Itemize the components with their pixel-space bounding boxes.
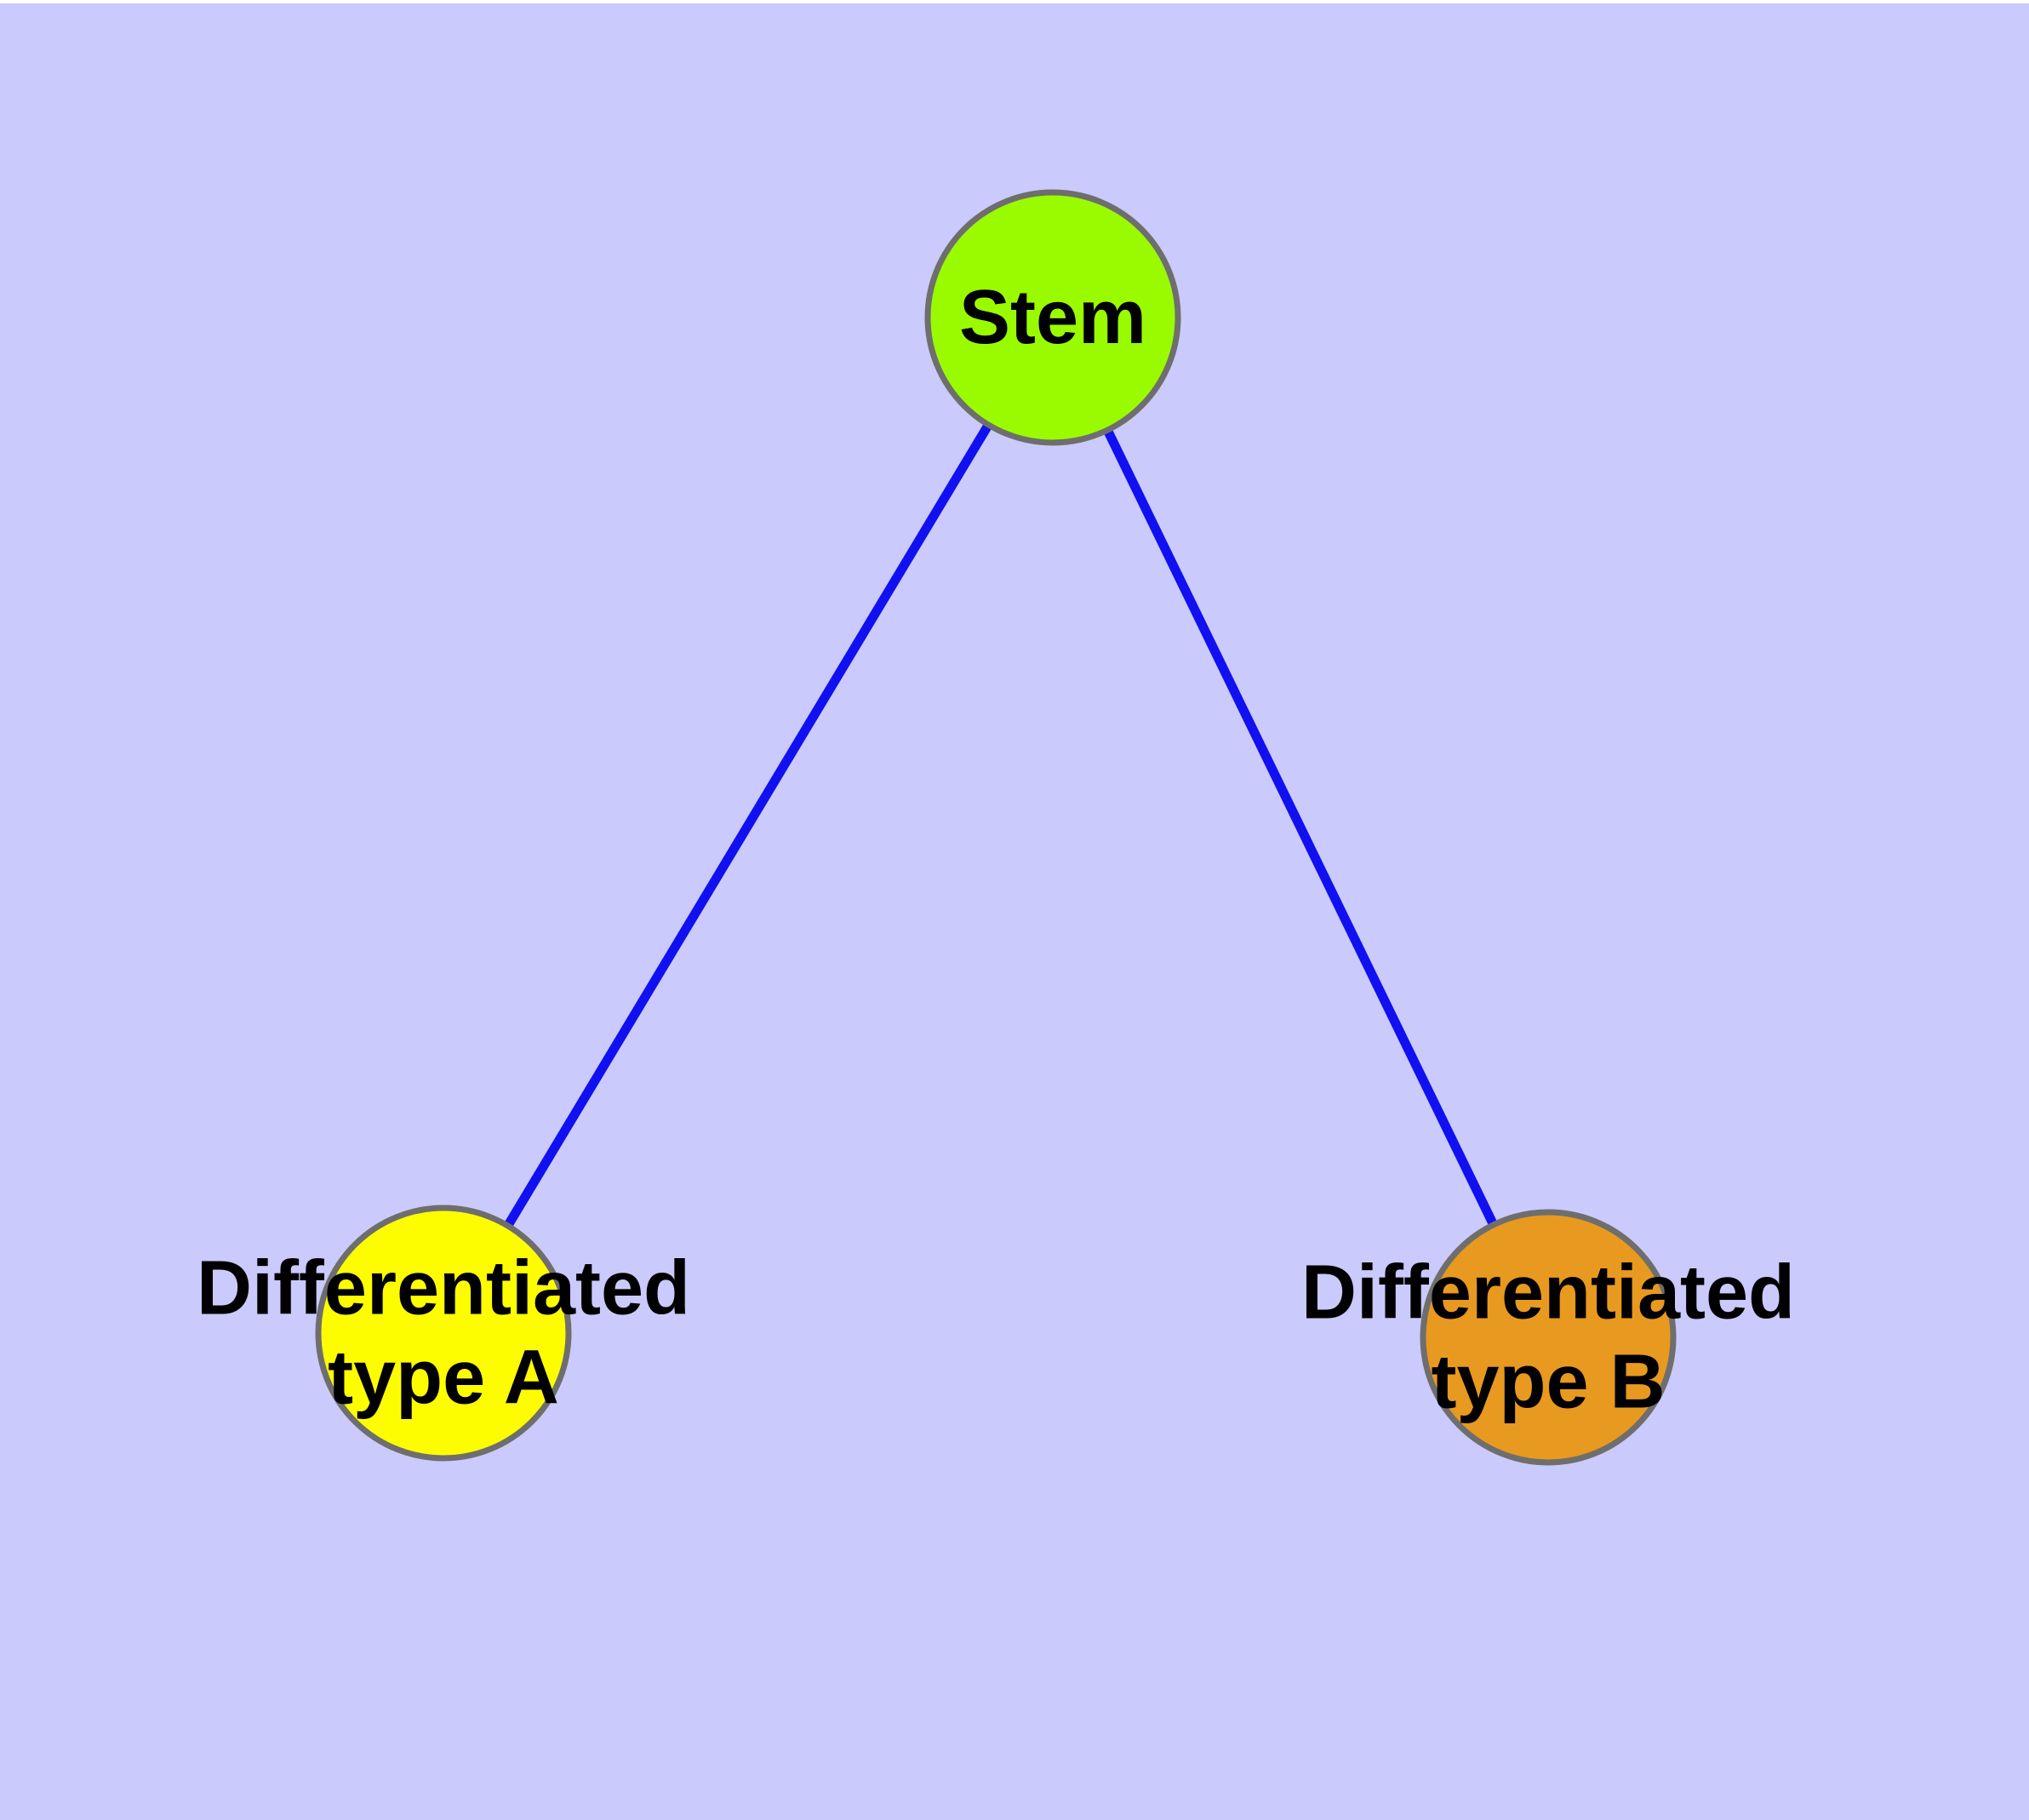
node-stem-label-line-1: Stem xyxy=(959,275,1146,360)
edges-layer xyxy=(439,315,1552,1340)
node-type-a-label-line-2: type A xyxy=(328,1336,559,1421)
node-type-b-label-line-1: Differentiated xyxy=(1301,1251,1795,1336)
edge-stem-type-b xyxy=(1049,315,1552,1340)
node-stem xyxy=(924,189,1181,446)
node-type-a xyxy=(315,1205,572,1462)
node-type-a-label-line-1: Differentiated xyxy=(197,1246,690,1331)
node-type-b-label-line-2: type B xyxy=(1431,1340,1665,1425)
edge-stem-type-a xyxy=(439,315,1057,1336)
node-type-b xyxy=(1420,1209,1677,1466)
nodes-layer xyxy=(315,189,1677,1466)
